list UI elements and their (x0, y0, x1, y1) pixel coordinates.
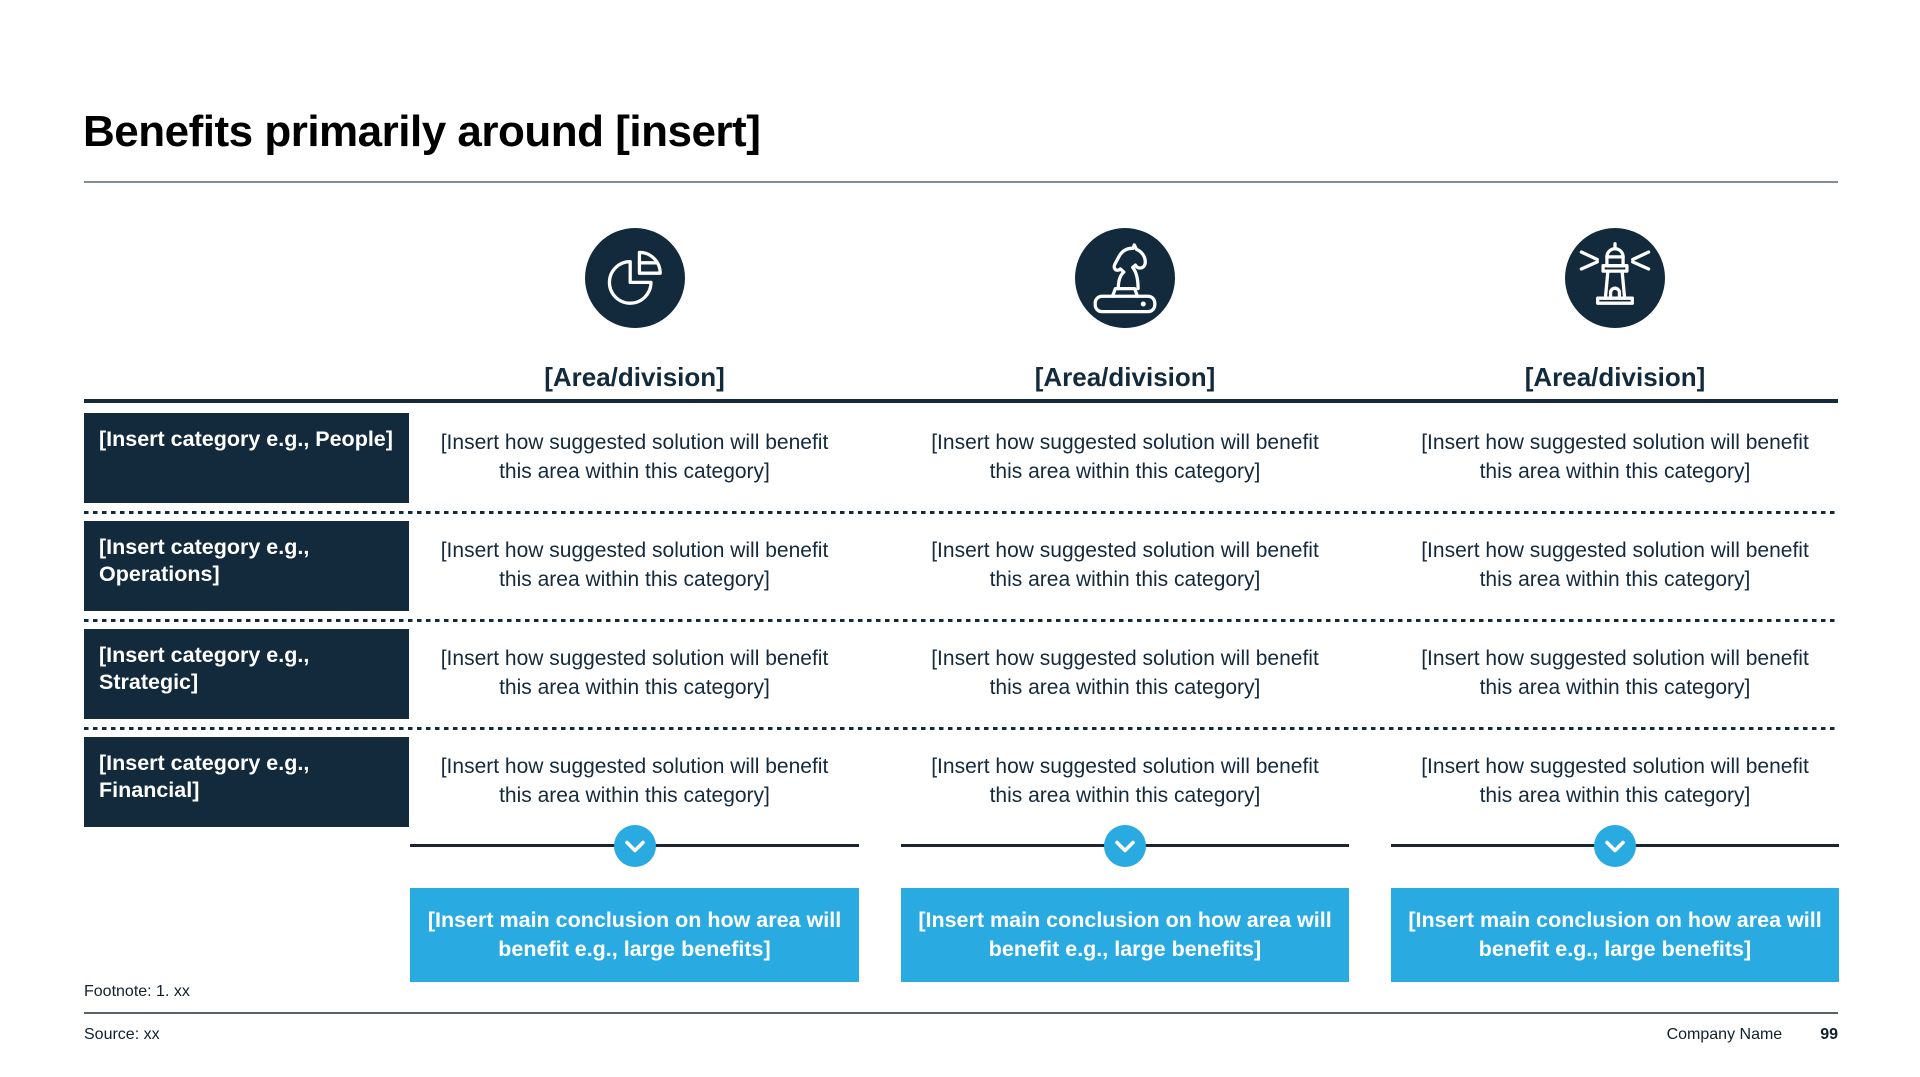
column-header-row: [Area/division] [Area/division] [Area/di… (84, 356, 1838, 392)
benefit-cell-text: [Insert how suggested solution will bene… (1421, 647, 1809, 699)
category-box-operations: [Insert category e.g., Operations] (84, 521, 409, 611)
benefit-cell-text: [Insert how suggested solution will bene… (931, 431, 1319, 483)
benefit-cell: [Insert how suggested solution will bene… (1391, 737, 1839, 827)
pie-chart-icon (410, 228, 859, 328)
benefit-cell: [Insert how suggested solution will bene… (1391, 521, 1839, 611)
chess-knight-icon (901, 228, 1349, 328)
pie-chart-icon-svg (584, 228, 685, 328)
table-row-people: [Insert category e.g., People] [Insert h… (84, 413, 1838, 503)
benefit-cell: [Insert how suggested solution will bene… (901, 629, 1349, 719)
table-row-operations: [Insert category e.g., Operations] [Inse… (84, 521, 1838, 611)
chevron-down-icon (613, 825, 656, 867)
footer-divider (84, 1012, 1838, 1014)
conclusion-box-2: [Insert main conclusion on how area will… (901, 888, 1349, 982)
company-name: Company Name (1666, 1026, 1783, 1043)
footnote: Footnote: 1. xx (84, 983, 190, 1000)
icon-row (84, 228, 1838, 328)
lighthouse-icon-svg (1565, 228, 1665, 328)
benefit-cell-text: [Insert how suggested solution will bene… (931, 755, 1319, 807)
table-row-strategic: [Insert category e.g., Strategic] [Inser… (84, 629, 1838, 719)
source: Source: xx (84, 1026, 160, 1043)
benefit-cell: [Insert how suggested solution will bene… (1391, 629, 1839, 719)
icon-row-spacer (84, 228, 409, 328)
benefit-cell: [Insert how suggested solution will bene… (410, 413, 859, 503)
benefit-cell-text: [Insert how suggested solution will bene… (440, 431, 829, 483)
category-box-people: [Insert category e.g., People] (84, 413, 409, 503)
benefits-table: [Insert category e.g., People] [Insert h… (84, 413, 1838, 827)
column-header-1: [Area/division] (544, 362, 725, 393)
lighthouse-icon (1391, 228, 1839, 328)
benefit-cell-text: [Insert how suggested solution will bene… (1421, 431, 1809, 483)
conclusion-box-3: [Insert main conclusion on how area will… (1391, 888, 1839, 982)
chevron-down-icon (1594, 825, 1636, 867)
flow-connector (1391, 825, 1839, 867)
benefit-cell: [Insert how suggested solution will bene… (901, 413, 1349, 503)
conclusion-row-spacer (84, 888, 409, 982)
page-number: 99 (1820, 1026, 1838, 1043)
header-row-spacer (84, 356, 409, 392)
row-divider (84, 503, 1838, 521)
category-box-strategic: [Insert category e.g., Strategic] (84, 629, 409, 719)
chess-knight-icon-svg (1075, 228, 1175, 328)
flow-connector (901, 825, 1349, 867)
benefit-cell: [Insert how suggested solution will bene… (410, 521, 859, 611)
page-title: Benefits primarily around [insert] (83, 107, 761, 156)
benefit-cell: [Insert how suggested solution will bene… (901, 521, 1349, 611)
conclusion-box-1: [Insert main conclusion on how area will… (410, 888, 859, 982)
title-divider (84, 181, 1838, 183)
benefit-cell-text: [Insert how suggested solution will bene… (440, 755, 829, 807)
benefit-cell: [Insert how suggested solution will bene… (410, 629, 859, 719)
benefit-cell: [Insert how suggested solution will bene… (1391, 413, 1839, 503)
row-divider (84, 719, 1838, 737)
category-box-financial: [Insert category e.g., Financial] (84, 737, 409, 827)
conclusion-text: [Insert main conclusion on how area will… (427, 908, 842, 961)
header-divider (84, 399, 1838, 403)
row-divider (84, 611, 1838, 629)
connector-row (84, 825, 1839, 867)
conclusion-row: [Insert main conclusion on how area will… (84, 888, 1839, 982)
footer: Source: xx Company Name 99 (84, 1026, 1838, 1044)
column-header-2: [Area/division] (1034, 362, 1216, 393)
benefit-cell-text: [Insert how suggested solution will bene… (931, 647, 1319, 699)
benefit-cell: [Insert how suggested solution will bene… (410, 737, 859, 827)
benefit-cell-text: [Insert how suggested solution will bene… (1421, 539, 1809, 591)
connector-row-spacer (84, 825, 409, 867)
flow-connector (410, 825, 859, 867)
conclusion-text: [Insert main conclusion on how area will… (918, 908, 1332, 961)
chevron-down-icon (1104, 825, 1146, 867)
benefit-cell-text: [Insert how suggested solution will bene… (931, 539, 1319, 591)
column-header-3: [Area/division] (1524, 362, 1706, 393)
benefit-cell-text: [Insert how suggested solution will bene… (440, 647, 829, 699)
benefit-cell-text: [Insert how suggested solution will bene… (1421, 755, 1809, 807)
benefit-cell-text: [Insert how suggested solution will bene… (440, 539, 829, 591)
table-row-financial: [Insert category e.g., Financial] [Inser… (84, 737, 1838, 827)
benefit-cell: [Insert how suggested solution will bene… (901, 737, 1349, 827)
conclusion-text: [Insert main conclusion on how area will… (1408, 908, 1822, 961)
